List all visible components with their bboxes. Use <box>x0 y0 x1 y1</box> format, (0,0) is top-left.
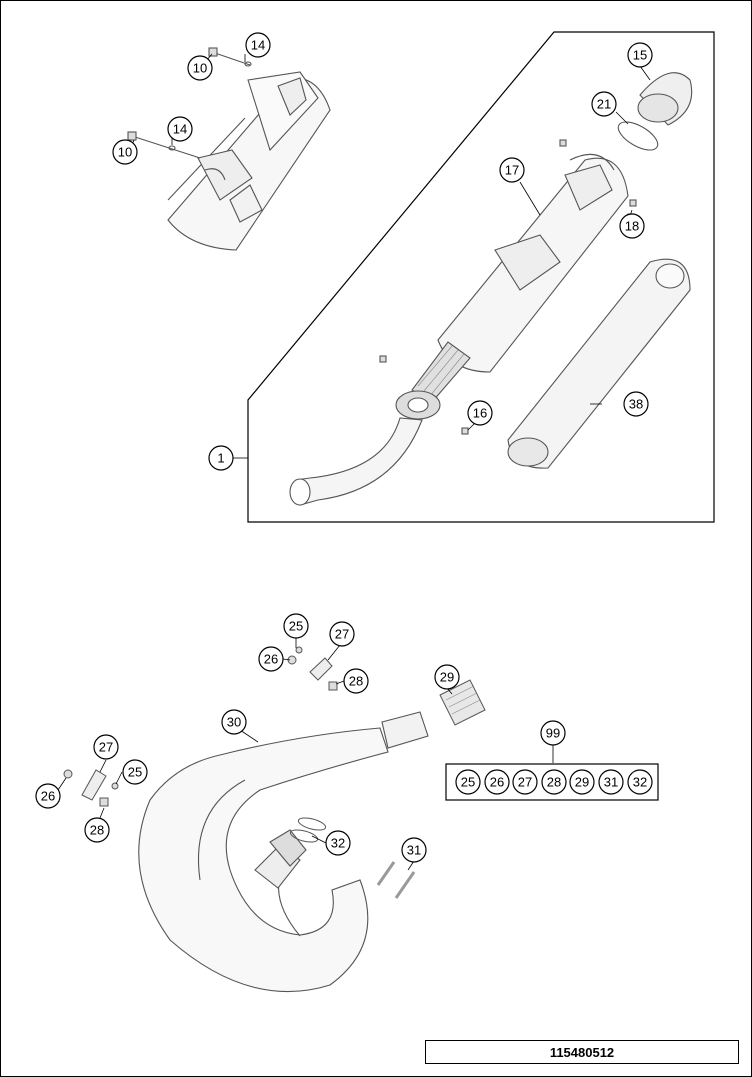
callout-18: 18 <box>625 219 639 234</box>
callout-32: 32 <box>331 836 345 851</box>
callout-25b: 25 <box>128 765 142 780</box>
callout-10b: 10 <box>118 145 132 160</box>
kit-part-32: 32 <box>633 775 647 790</box>
callout-15: 15 <box>633 48 647 63</box>
callout-28b: 28 <box>90 823 104 838</box>
callout-30: 30 <box>227 715 241 730</box>
callout-99: 99 <box>546 726 560 741</box>
callout-1: 1 <box>217 451 224 466</box>
callout-10a: 10 <box>193 61 207 76</box>
callout-27a: 27 <box>335 627 349 642</box>
kit-part-25: 25 <box>461 775 475 790</box>
exhaust-pipe <box>138 711 429 993</box>
silencer-assembly <box>289 72 693 506</box>
absorption-sleeve <box>507 258 691 469</box>
assembly-1-boundary <box>247 31 715 523</box>
callout-38: 38 <box>629 397 643 412</box>
document-number: 115480512 <box>425 1040 739 1064</box>
callout-14b: 14 <box>173 122 187 137</box>
callout-31: 31 <box>407 843 421 858</box>
callout-17: 17 <box>505 163 519 178</box>
kit-part-31: 31 <box>604 775 618 790</box>
callout-27b: 27 <box>99 740 113 755</box>
callouts <box>35 32 653 863</box>
callout-29: 29 <box>440 670 454 685</box>
kit-part-28: 28 <box>547 775 561 790</box>
lower-small-parts <box>63 646 486 899</box>
kit-part-29: 29 <box>575 775 589 790</box>
callout-14a: 14 <box>251 38 265 53</box>
kit-99-parts <box>455 769 653 795</box>
callout-26a: 26 <box>264 652 278 667</box>
callout-16: 16 <box>473 406 487 421</box>
kit-part-26: 26 <box>490 775 504 790</box>
callout-28a: 28 <box>349 674 363 689</box>
callout-26b: 26 <box>41 789 55 804</box>
callout-21: 21 <box>597 97 611 112</box>
callout-25a: 25 <box>289 619 303 634</box>
muffler-mount-detail <box>127 47 331 251</box>
kit-part-27: 27 <box>518 775 532 790</box>
